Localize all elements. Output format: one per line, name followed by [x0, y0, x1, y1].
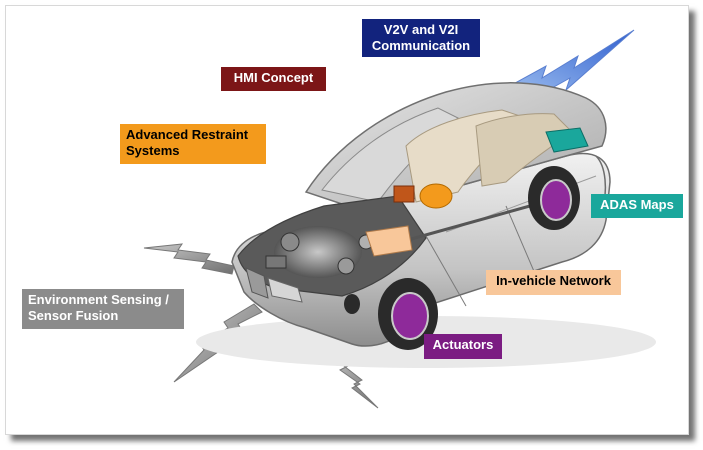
v2v-label-line2: Communication: [371, 38, 471, 53]
car-icon: [231, 82, 611, 350]
actuators-label: Actuators: [424, 334, 502, 359]
restraint-label-line2: Systems: [126, 143, 180, 158]
v2v-v2i-communication-label: V2V and V2I Communication: [362, 19, 480, 57]
hmi-concept-label: HMI Concept: [221, 67, 326, 91]
v2v-label-line1: V2V and V2I: [383, 22, 459, 37]
hmi-module: [393, 185, 415, 203]
adas-maps-label: ADAS Maps: [591, 194, 683, 218]
hmi-label-text: HMI Concept: [233, 70, 314, 85]
advanced-restraint-systems-label: Advanced Restraint Systems: [120, 124, 266, 164]
env-label-line1: Environment Sensing /: [28, 292, 169, 307]
actuators-label-text: Actuators: [432, 337, 494, 352]
env-label-line2: Sensor Fusion: [28, 308, 119, 323]
restraint-label-line1: Advanced Restraint: [126, 127, 249, 142]
network-label-text: In-vehicle Network: [496, 273, 611, 288]
in-vehicle-network-module: [365, 225, 413, 257]
car-cutaway-illustration: [143, 29, 656, 409]
adas-label-text: ADAS Maps: [600, 197, 674, 212]
restraint-airbag-module: [419, 183, 453, 209]
diagram-slide: V2V and V2I Communication HMI Concept Ad…: [5, 5, 689, 435]
environment-sensing-label: Environment Sensing / Sensor Fusion: [22, 289, 184, 329]
sensing-lightning-bolt-icon: [143, 243, 235, 275]
in-vehicle-network-label: In-vehicle Network: [486, 270, 621, 295]
adas-maps-module: [545, 127, 589, 153]
